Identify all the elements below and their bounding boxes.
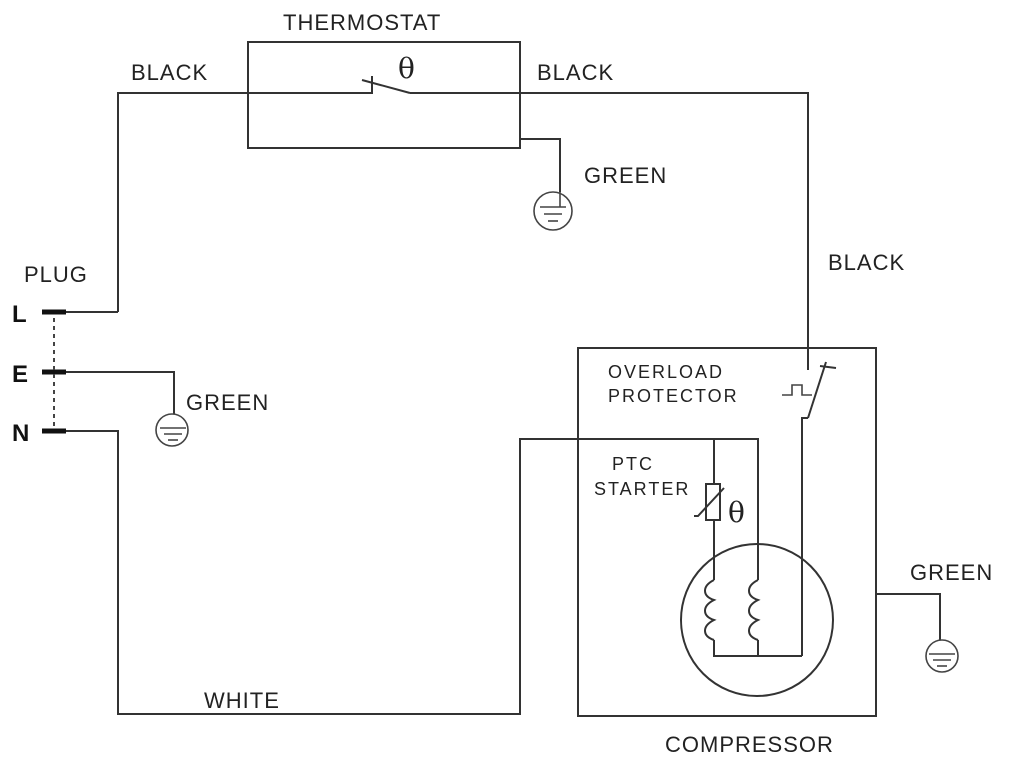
ptc-starter	[694, 439, 725, 580]
thermostat-theta: θ	[398, 52, 415, 85]
ptc-theta: θ	[728, 496, 745, 529]
white-wire	[66, 430, 759, 715]
black-left-label: BLACK	[131, 60, 208, 85]
green-top-label: GREEN	[584, 163, 667, 188]
thermostat-switch	[117, 76, 809, 352]
pin-n-label: N	[12, 420, 29, 447]
compressor-ground	[876, 593, 959, 673]
thermostat-ground	[520, 138, 573, 231]
white-label: WHITE	[204, 688, 280, 713]
green-comp-label: GREEN	[910, 560, 993, 585]
plug-pins	[42, 309, 118, 434]
green-plug-label: GREEN	[186, 390, 269, 415]
thermostat-label: THERMOSTAT	[283, 10, 441, 35]
pin-e-label: E	[12, 361, 28, 388]
plug-label: PLUG	[24, 262, 88, 287]
compressor-motor	[680, 512, 834, 697]
thermostat-box	[247, 41, 521, 149]
compressor-box	[577, 347, 877, 717]
overload-label-1: OVERLOAD	[608, 362, 724, 382]
compressor-label: COMPRESSOR	[665, 732, 834, 757]
pin-l-label: L	[12, 301, 27, 328]
overload-protector	[782, 352, 837, 656]
black-right-label: BLACK	[537, 60, 614, 85]
ptc-label-2: STARTER	[594, 479, 690, 499]
plug-ground	[66, 371, 189, 447]
ptc-label-1: PTC	[612, 454, 654, 474]
overload-label-2: PROTECTOR	[608, 386, 739, 406]
black-mid-label: BLACK	[828, 250, 905, 275]
